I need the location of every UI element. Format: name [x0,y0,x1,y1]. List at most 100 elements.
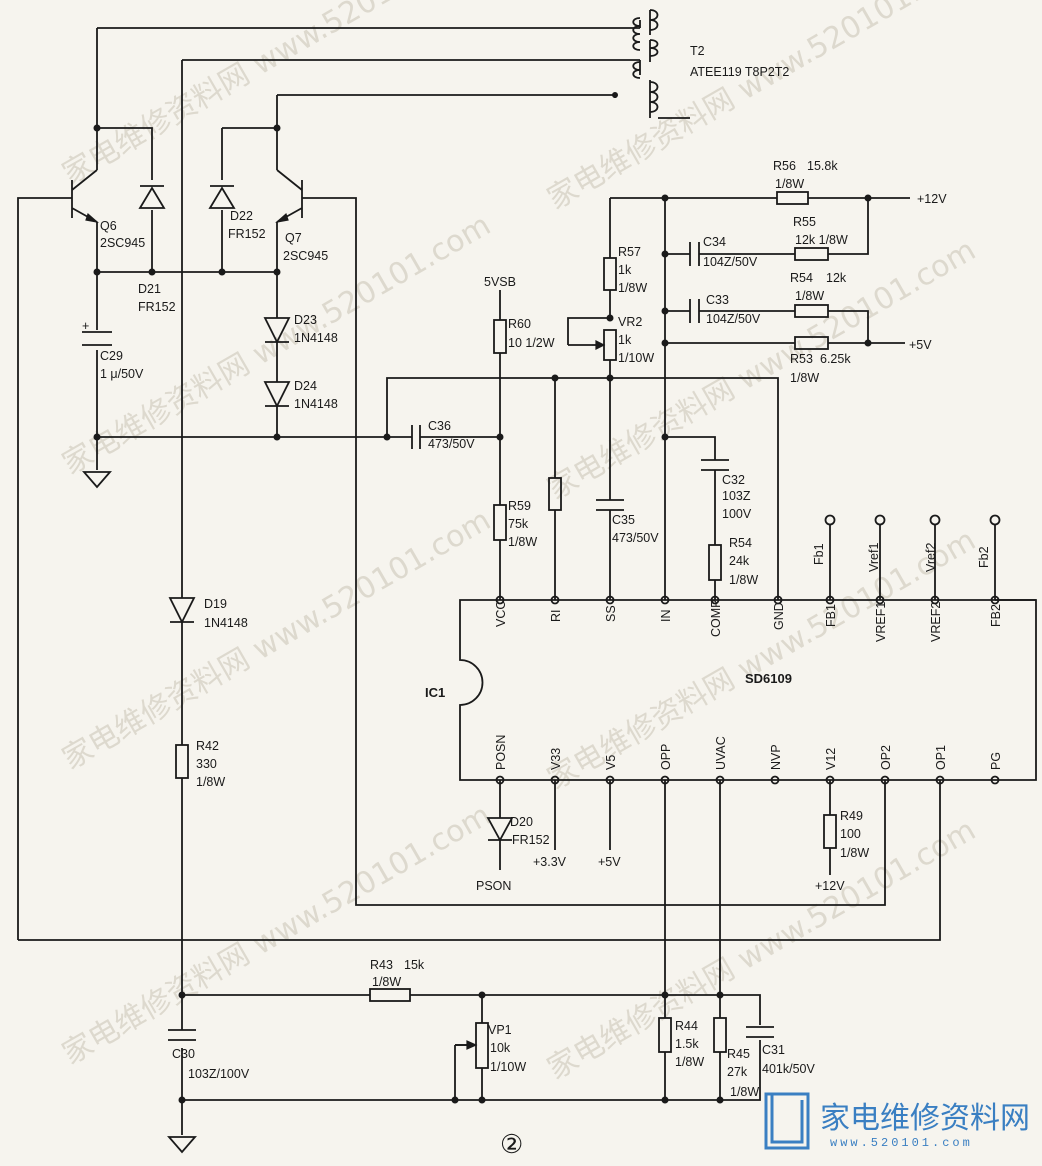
d22-ref: D22 [230,209,253,223]
d24-part: 1N4148 [294,397,338,411]
r45-v1: 27k [727,1065,748,1079]
junction-dot [551,374,559,382]
c30-ref: C30 [172,1047,195,1061]
pin-fb1: FB1 [824,604,838,627]
r59-ref: R59 [508,499,531,513]
capacitor-c36: C36 473/50V [411,419,475,451]
watermark-text: 家电维修资料网 www.520101.com [542,233,982,507]
pin-ss: SS [604,605,618,622]
d20-ref: D20 [510,815,533,829]
pin-op1: OP1 [934,745,948,770]
r54b-v2: 1/8W [729,573,758,587]
r49-body [823,814,837,849]
pin-ri: RI [549,610,563,623]
label-5vsb: 5VSB [484,275,516,289]
q7-part: 2SC945 [283,249,328,263]
label-plus12v-bottom: +12V [815,879,845,893]
junction-dot [661,433,669,441]
r56-ref: R56 [773,159,796,173]
r59-v2: 1/8W [508,535,537,549]
pin-nvp: NVP [769,744,783,770]
r43-power: 1/8W [372,975,401,989]
junction-dot [93,124,101,132]
d20-part: FR152 [512,833,550,847]
site-logo: 家电维修资料网 www.520101.com [764,1092,1030,1150]
junction-dot [864,194,872,202]
resistor-r44: R44 1.5k 1/8W [658,1017,704,1069]
d21-ref: D21 [138,282,161,296]
resistor-r60: 5VSB R60 10 1/2W [484,275,555,354]
capacitor-c32: C32 103Z 100V [701,459,752,521]
diode-d23: D23 1N4148 [263,313,338,345]
junction-dot [612,92,618,98]
transformer-t2: T2 ATEE119 T8P2T2 [632,9,789,113]
ic-sd6109: IC1 SD6109 [425,599,1037,781]
ic-top-pins: VCC RI SS IN COMP GND FB1 VREF1 VREF2 FB… [494,600,1003,643]
r54a-ref: R54 [790,271,813,285]
c29-ref: C29 [100,349,123,363]
q6-part: 2SC945 [100,236,145,250]
junction-dot [93,268,101,276]
r49-v1: 100 [840,827,861,841]
label-vref1: Vref1 [867,543,881,572]
r59-v1: 75k [508,517,529,531]
junction-dot [148,268,156,276]
terminal-fb2 [989,514,1001,526]
pin-in: IN [659,610,673,623]
potentiometer-vp1: VP1 10k 1/10W [455,1022,526,1074]
junction-dot [218,268,226,276]
logo-name: 家电维修资料网 [820,1101,1030,1136]
pin-marker [770,775,780,785]
capacitor-c34: C34 104Z/50V [689,235,758,269]
terminal-circles: Fb1 Vref1 Vref2 Fb2 [812,514,1001,572]
junction-dot [273,268,281,276]
r42-ref: R42 [196,739,219,753]
r53-ref: R53 [790,352,813,366]
pin-marker [935,775,945,785]
logo-url: www.520101.com [830,1136,973,1150]
c36-ref: C36 [428,419,451,433]
c33-part: 104Z/50V [706,312,761,326]
pin-marker [550,595,560,605]
r54b-body [708,544,722,581]
junction-dot [661,991,669,999]
pin-marker [825,595,835,605]
resistor-r55: R55 12k 1/8W [793,215,848,261]
r43-ref: R43 [370,958,393,972]
diode-d19: D19 1N4148 [168,597,248,630]
junction-dot [864,339,872,347]
c33-ref: C33 [706,293,729,307]
watermark-text: 家电维修资料网 www.520101.com [57,503,497,777]
wiring [17,10,1036,1135]
ic-ref: IC1 [425,685,445,700]
junction-dots [93,92,872,1104]
pin-marker [880,775,890,785]
ri-body [548,477,562,511]
resistor-r43: R43 15k 1/8W [369,958,425,1002]
junction-dot [93,433,101,441]
label-fb1: Fb1 [812,543,826,565]
d22-part: FR152 [228,227,266,241]
pin-marker [825,775,835,785]
pin-vref2: VREF2 [929,602,943,642]
r49-v2: 1/8W [840,846,869,860]
t2-part: ATEE119 T8P2T2 [690,65,789,79]
pin-marker [990,595,1000,605]
r57-ref: R57 [618,245,641,259]
logo-mark-icon [764,1092,810,1150]
r42-v2: 1/8W [196,775,225,789]
junction-dot [661,250,669,258]
watermark-text: 家电维修资料网 www.520101.com [57,798,497,1072]
resistor-r56: R56 15.8k 1/8W +12V [773,159,947,206]
transistor-q7: Q7 2SC945 [275,169,328,263]
label-plus5v: +5V [909,338,932,352]
r43-body [369,988,411,1002]
capacitor-c35: C35 473/50V [596,499,659,545]
ic-pin-markers [495,595,1000,785]
c31-part: 401k/50V [762,1062,815,1076]
watermark-text: 家电维修资料网 www.520101.com [542,0,982,217]
potentiometer-vr2: VR2 1k 1/10W [592,315,654,365]
ground-icon [82,471,112,489]
r60-body [493,319,507,354]
c30-part: 103Z/100V [188,1067,250,1081]
